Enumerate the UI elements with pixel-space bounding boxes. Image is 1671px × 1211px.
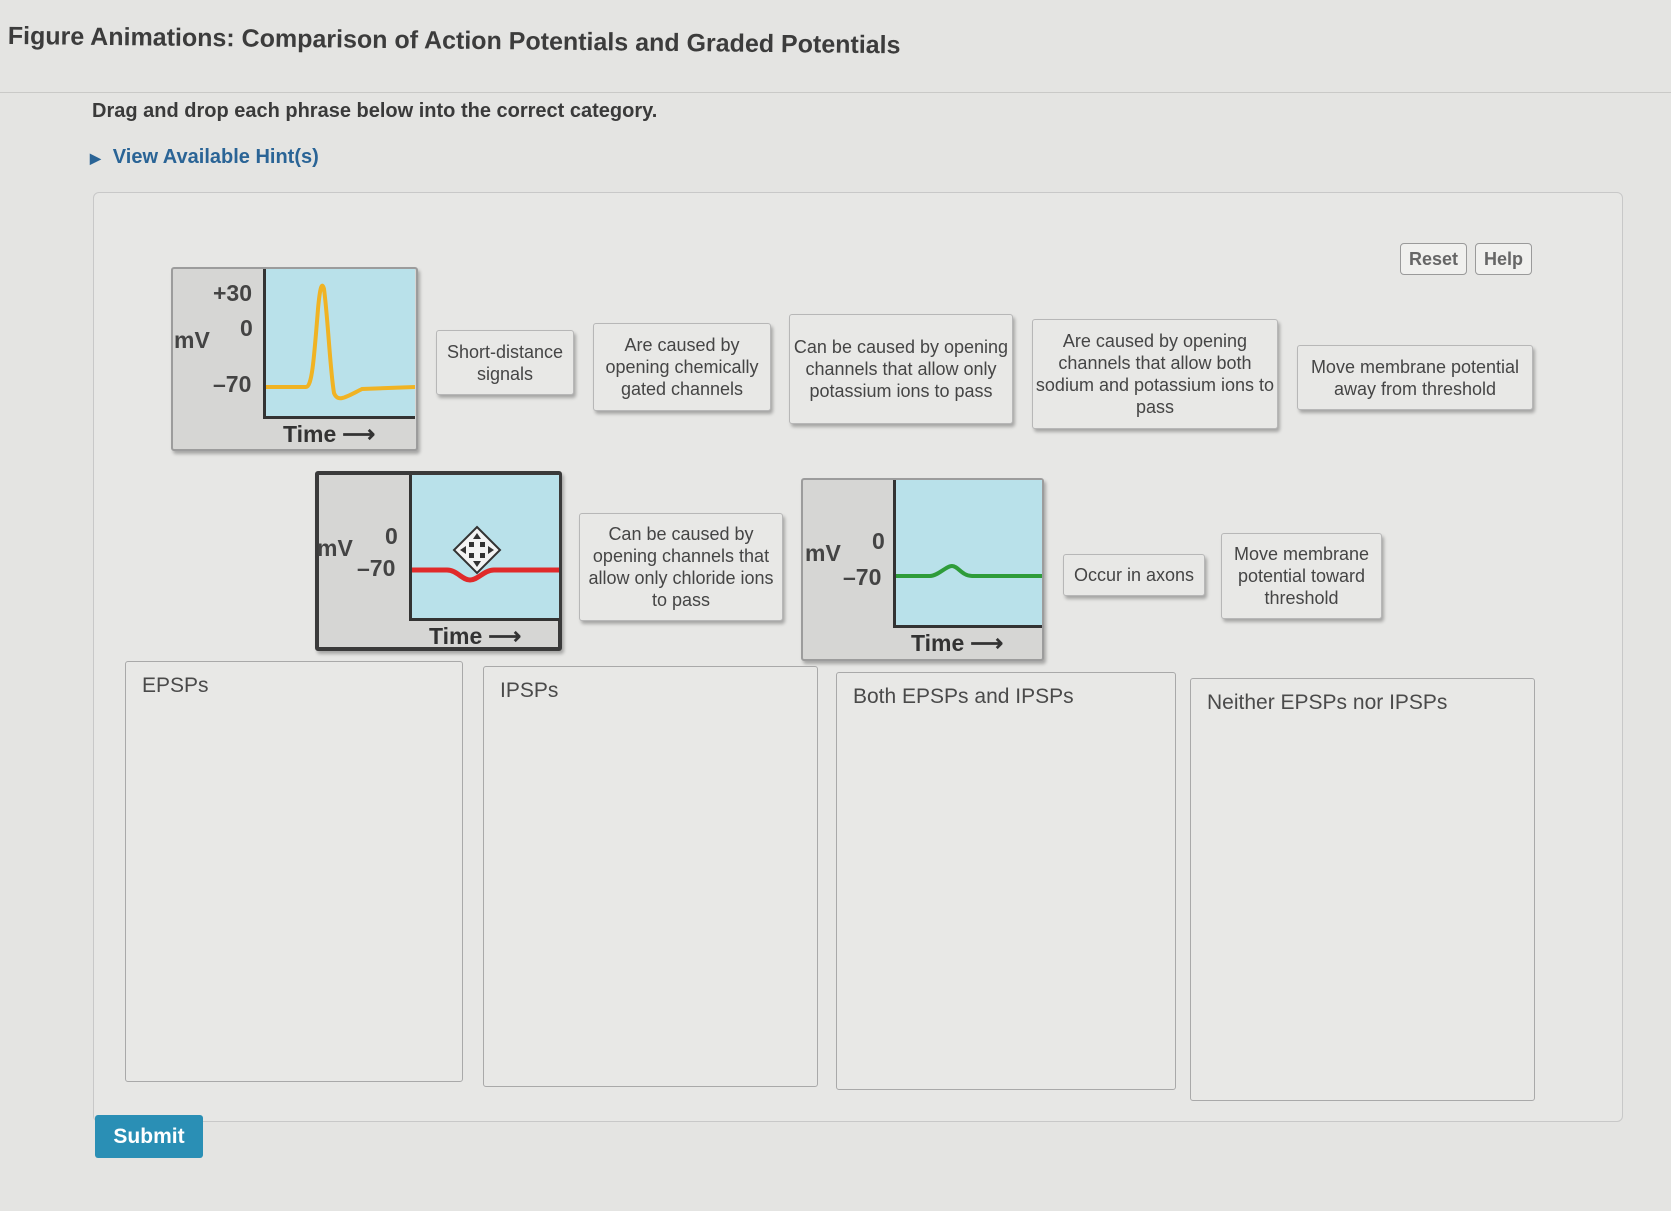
graph-ylabel: mV (317, 535, 353, 561)
phrase-chip[interactable]: Short-distance signals (436, 330, 574, 395)
drop-zone-label: Both EPSPs and IPSPs (853, 685, 1074, 708)
arrow-right-icon: ⟶ (342, 421, 376, 447)
action-potential-graph-card[interactable]: mV +30 0 –70 Time⟶ (171, 267, 418, 451)
graph-tick: 0 (240, 315, 253, 341)
graph-tick: 0 (872, 528, 885, 554)
phrase-chip[interactable]: Are caused by opening chemically gated c… (593, 323, 771, 411)
graph-ylabel: mV (805, 540, 841, 566)
move-cursor-icon (452, 525, 502, 575)
help-button[interactable]: Help (1475, 243, 1533, 275)
graph-tick: 0 (385, 523, 398, 549)
graph-plot-area (893, 480, 1042, 628)
drop-zone-label: Neither EPSPs nor IPSPs (1207, 691, 1448, 714)
phrase-chip[interactable]: Can be caused by opening channels that a… (579, 513, 783, 621)
view-hints-link[interactable]: ▶ View Available Hint(s) (90, 146, 319, 169)
drop-zone-epsps[interactable]: EPSPs (125, 661, 463, 1082)
drop-zone-ipsps[interactable]: IPSPs (483, 666, 818, 1087)
graph-tick: –70 (357, 555, 396, 581)
graph-tick: –70 (843, 564, 882, 590)
arrow-right-icon: ⟶ (488, 623, 522, 649)
drop-zone-label: IPSPs (500, 679, 559, 702)
graph-xlabel: Time⟶ (911, 630, 1004, 656)
graph-plot-area (263, 269, 415, 419)
reset-button[interactable]: Reset (1400, 243, 1468, 275)
action-potential-trace (266, 283, 415, 401)
epsp-trace (896, 563, 1042, 578)
graph-plot-area (409, 475, 559, 621)
drop-zone-both[interactable]: Both EPSPs and IPSPs (836, 672, 1176, 1090)
graph-ylabel: mV (174, 327, 210, 353)
phrase-chip[interactable]: Occur in axons (1063, 554, 1205, 596)
submit-button[interactable]: Submit (95, 1115, 203, 1158)
drop-zone-label: EPSPs (142, 674, 209, 697)
phrase-chip[interactable]: Move membrane potential away from thresh… (1297, 345, 1533, 410)
expand-triangle-icon: ▶ (90, 150, 101, 166)
view-hints-label: View Available Hint(s) (112, 146, 319, 168)
ipsp-trace (412, 567, 559, 583)
graph-xlabel: Time⟶ (429, 623, 522, 649)
phrase-chip[interactable]: Move membrane potential toward threshold (1221, 533, 1382, 619)
instructions: Drag and drop each phrase below into the… (92, 100, 658, 122)
drop-zone-neither[interactable]: Neither EPSPs nor IPSPs (1190, 678, 1535, 1101)
page-title: Figure Animations: Comparison of Action … (7, 22, 901, 60)
epsp-graph-card[interactable]: mV 0 –70 Time⟶ (801, 478, 1044, 661)
phrase-chip[interactable]: Are caused by opening channels that allo… (1032, 319, 1278, 429)
graph-tick: –70 (213, 371, 252, 397)
phrase-chip[interactable]: Can be caused by opening channels that a… (789, 314, 1013, 424)
graph-xlabel: Time⟶ (283, 421, 376, 447)
title-divider (0, 92, 1671, 93)
ipsp-graph-card[interactable]: mV 0 –70 Time⟶ (315, 471, 562, 651)
graph-tick: +30 (213, 280, 253, 306)
arrow-right-icon: ⟶ (970, 630, 1004, 656)
